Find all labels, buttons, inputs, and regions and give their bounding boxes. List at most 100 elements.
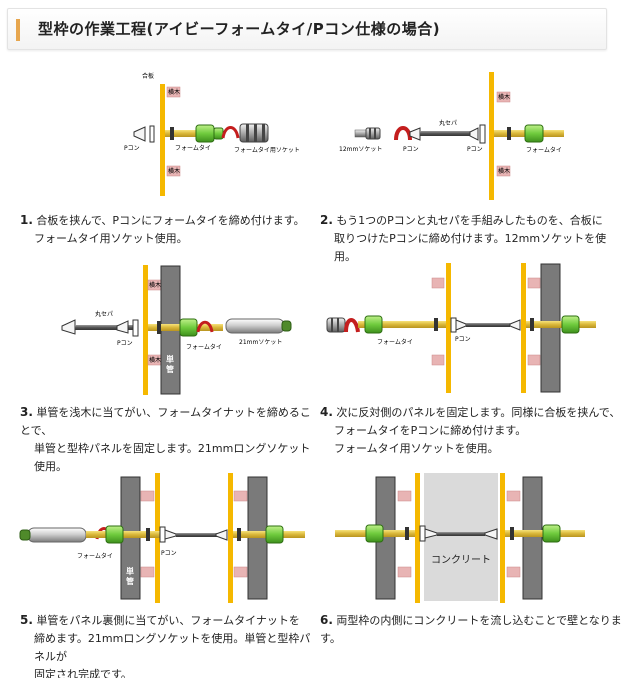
yokotaki-block bbox=[527, 354, 541, 366]
pcon-icon bbox=[469, 127, 479, 141]
step4-diagram: フォームタイ Pコン bbox=[326, 263, 596, 393]
pcon-icon bbox=[455, 319, 467, 331]
formtie-nut-icon bbox=[179, 318, 198, 337]
yokotaki-block bbox=[140, 490, 155, 502]
pcon-washer bbox=[149, 125, 155, 143]
pcon-icon bbox=[509, 319, 521, 331]
plywood-board bbox=[160, 84, 165, 196]
label-yokotaki: 横木 bbox=[149, 281, 161, 289]
label-pcon: Pコン bbox=[455, 336, 471, 343]
formtie-washer bbox=[170, 127, 174, 140]
label-yokotaki: 横木 bbox=[498, 93, 510, 101]
yokotaki-block bbox=[496, 165, 511, 177]
label-pcon: Pコン bbox=[124, 145, 140, 152]
label-concrete: コンクリート bbox=[431, 554, 491, 566]
formtie-nut-icon bbox=[265, 525, 284, 544]
label-tankan: 単管 bbox=[166, 354, 174, 374]
yokotaki-block bbox=[431, 354, 445, 366]
yokotaki-block bbox=[166, 86, 181, 98]
label-tankan: 単管 bbox=[126, 566, 134, 586]
yokotaki-block bbox=[397, 566, 412, 578]
pcon-icon bbox=[409, 127, 421, 141]
pcon-icon bbox=[164, 529, 177, 540]
step-5-caption: 5. 単管をパネル裏側に当てがい、フォームタイナットを 締めます。21mmロング… bbox=[20, 613, 311, 678]
marusepa-rod bbox=[466, 323, 510, 327]
formtie-nut-icon bbox=[542, 524, 561, 543]
spring-clip-icon bbox=[196, 320, 214, 333]
formtie-nut-icon bbox=[365, 524, 384, 543]
pcon-icon bbox=[484, 528, 498, 540]
label-yokotaki: 横木 bbox=[168, 167, 180, 175]
step-3-caption: 3. 単管を浅木に当てがい、フォームタイナットを締めることで、 単管と型枠パネル… bbox=[20, 405, 311, 473]
pcon-icon bbox=[116, 320, 129, 334]
plywood-board bbox=[500, 473, 505, 603]
concrete-fill bbox=[424, 473, 498, 601]
marusepa-rod bbox=[420, 131, 470, 136]
label-formtie: フォームタイ bbox=[377, 338, 413, 346]
plywood-board bbox=[228, 473, 233, 603]
label-pcon: Pコン bbox=[467, 146, 483, 153]
label-marusepa: 丸セパ bbox=[439, 119, 457, 127]
plywood-board bbox=[143, 265, 148, 395]
page-title: 型枠の作業工程(アイビーフォームタイ/Pコン仕様の場合) bbox=[38, 20, 441, 38]
label-pcon: Pコン bbox=[117, 340, 133, 347]
step2-diagram: 横木 横木 12mmソケット Pコン 丸セパ Pコン フォームタイ bbox=[339, 72, 564, 200]
step5-diagram: 単管 フォームタイ Pコン bbox=[19, 473, 305, 603]
header-accent-bar bbox=[16, 19, 20, 41]
step-2-caption: 2. もう1つのPコンと丸セパを手組みしたものを、合板に 取りつけたPコンに締め… bbox=[320, 213, 607, 263]
yokotaki-block bbox=[233, 566, 248, 578]
label-socket12: 12mmソケット bbox=[339, 146, 382, 153]
plywood-board bbox=[489, 72, 494, 200]
pcon-icon bbox=[61, 319, 76, 335]
label-marusepa: 丸セパ bbox=[95, 310, 113, 318]
plywood-board bbox=[415, 473, 420, 603]
yokotaki-block bbox=[140, 566, 155, 578]
step3-diagram: 横木 横木 単管 丸セパ Pコン フォームタイ 21mmソケット bbox=[61, 265, 292, 395]
yokotaki-block bbox=[496, 91, 511, 103]
formtie-socket-icon bbox=[326, 317, 346, 333]
label-formtie-socket: フォームタイ用ソケット bbox=[234, 146, 300, 154]
yokotaki-block bbox=[506, 566, 521, 578]
yokotaki-block bbox=[431, 277, 445, 289]
step-6-caption: 6. 両型枠の内側にコンクリートを流し込むことで壁となります。 bbox=[320, 613, 622, 645]
yokotaki-block bbox=[233, 490, 248, 502]
socket21-long-icon bbox=[225, 318, 285, 334]
plywood-board bbox=[446, 263, 451, 393]
marusepa-rod bbox=[176, 533, 218, 537]
formtie-rod bbox=[86, 531, 166, 538]
step-4-caption: 4. 次に反対側のパネルを固定します。同様に合板を挟んで、 フォームタイをPコン… bbox=[320, 405, 621, 455]
page-header: 型枠の作業工程(アイビーフォームタイ/Pコン仕様の場合) bbox=[7, 8, 607, 50]
socket21-long-icon bbox=[27, 527, 87, 543]
label-formtie: フォームタイ bbox=[186, 343, 222, 351]
label-formtie: フォームタイ bbox=[77, 552, 113, 560]
spring-clip-icon bbox=[221, 126, 240, 139]
formtie-nut-icon bbox=[105, 525, 124, 544]
yokotaki-block bbox=[397, 490, 412, 502]
label-yokotaki: 横木 bbox=[498, 167, 510, 175]
spring-clip-icon bbox=[344, 318, 360, 333]
spring-clip-icon bbox=[394, 126, 412, 141]
label-formtie: フォームタイ bbox=[526, 146, 562, 154]
label-formtie: フォームタイ bbox=[175, 144, 211, 152]
marusepa-rod bbox=[437, 532, 485, 536]
formtie-nut-icon bbox=[524, 124, 544, 143]
yokotaki-block bbox=[527, 277, 541, 289]
tankan-pipe bbox=[522, 476, 543, 600]
label-socket21: 21mmソケット bbox=[239, 339, 282, 346]
marusepa-rod bbox=[75, 325, 135, 330]
formtie-nut-icon bbox=[195, 124, 215, 143]
label-pcon: Pコン bbox=[161, 550, 177, 557]
pcon-icon bbox=[133, 126, 146, 142]
label-gouita: 合板 bbox=[142, 72, 154, 80]
label-yokotaki: 横木 bbox=[168, 88, 180, 96]
step1-diagram: 合板 横木 横木 Pコン フォームタイ フォームタイ用ソケット bbox=[124, 72, 300, 196]
pcon-icon bbox=[215, 529, 228, 541]
yokotaki-block bbox=[166, 165, 181, 177]
plywood-board bbox=[521, 263, 526, 393]
yokotaki-block bbox=[506, 490, 521, 502]
label-pcon: Pコン bbox=[403, 146, 419, 153]
label-yokotaki: 横木 bbox=[149, 356, 161, 364]
formtie-rod bbox=[165, 130, 217, 137]
step6-diagram: コンクリート bbox=[335, 473, 585, 603]
